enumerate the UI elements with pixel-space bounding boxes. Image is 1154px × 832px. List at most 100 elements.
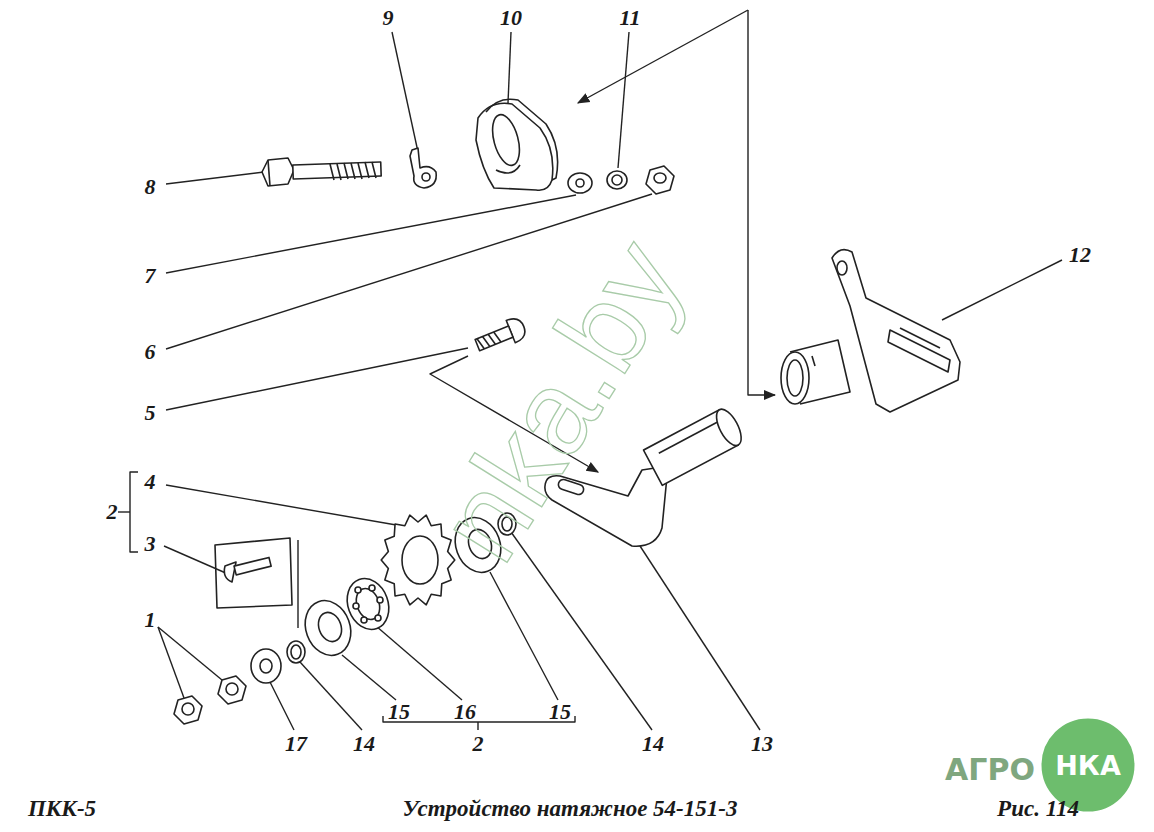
drawing-part <box>352 585 384 623</box>
callout-number: 15 <box>388 701 410 723</box>
drawing-part <box>224 562 236 582</box>
logo-text: НКА <box>1055 752 1121 779</box>
drawing-part <box>422 173 430 181</box>
drawing-part <box>712 405 747 449</box>
sprocket-bore <box>402 536 438 584</box>
spring-washer-11 <box>607 171 627 189</box>
footer-text: ПКК-5 <box>28 797 96 820</box>
drawing-part <box>475 326 513 351</box>
nut-6 <box>646 166 674 194</box>
drawing-part <box>376 626 462 700</box>
drawing-part <box>837 261 847 275</box>
drawing-part <box>654 173 666 183</box>
drawing-part <box>355 587 361 593</box>
drawing-part <box>215 538 292 608</box>
callout-number: 13 <box>751 733 773 755</box>
drawing-part <box>270 682 294 730</box>
callout-number: 3 <box>145 533 156 555</box>
drawing-part <box>234 557 271 574</box>
footer-text: Рис. 114 <box>997 797 1079 820</box>
washer-14-left <box>287 641 305 663</box>
drawing-part <box>287 641 305 663</box>
drawing-part <box>166 348 468 410</box>
drawing-part <box>361 617 367 623</box>
drawing-part <box>477 722 478 730</box>
drawing-part <box>640 546 760 730</box>
callout-number: 14 <box>642 733 664 755</box>
drawing-part <box>298 594 358 662</box>
drawing-part <box>644 405 747 485</box>
drawing-part <box>607 171 627 189</box>
drawing-part <box>166 171 272 184</box>
watermark: nka.by <box>418 221 702 578</box>
bolt-8 <box>262 158 381 186</box>
drawing-part <box>508 32 511 103</box>
drawing-part <box>568 173 592 193</box>
drawing-part <box>659 422 717 453</box>
tab-washer-9 <box>410 148 436 188</box>
drawing-part <box>342 655 396 700</box>
callout-number: 17 <box>285 733 307 755</box>
drawing-part <box>158 627 222 680</box>
callout-number: 7 <box>145 265 156 287</box>
drawing-part <box>226 683 238 695</box>
drawing-part <box>375 615 381 621</box>
drawing-part <box>392 32 418 152</box>
drawing-part <box>410 148 436 188</box>
drawing-part <box>262 158 294 186</box>
seal-15-left <box>298 594 358 662</box>
drawing-part <box>291 645 301 659</box>
drawing-part <box>130 472 138 552</box>
drawing-part <box>369 585 375 591</box>
drawing-part <box>787 360 803 396</box>
callout-number: 2 <box>107 501 118 523</box>
washer-7 <box>568 173 592 193</box>
drawing-part <box>646 166 674 194</box>
drawing-part <box>812 356 815 366</box>
drawing-part <box>832 250 960 412</box>
drawing-part <box>942 260 1062 320</box>
drawing-part <box>496 165 520 173</box>
drawing-part <box>477 331 501 350</box>
callout-number: 10 <box>500 7 522 29</box>
drawing-part <box>300 662 362 730</box>
drawing-part <box>486 99 558 180</box>
callout-number: 12 <box>1069 244 1091 266</box>
callout-number: 11 <box>620 7 641 29</box>
nut-1a <box>218 676 246 704</box>
bracket-12 <box>781 250 960 412</box>
callout-number: 1 <box>145 609 156 631</box>
callout-number: 8 <box>145 176 156 198</box>
drawing-part <box>260 659 272 673</box>
leader-lines <box>118 10 1062 730</box>
drawing-part <box>576 179 584 187</box>
drawing-part <box>330 162 376 180</box>
callout-number: 9 <box>383 7 394 29</box>
drawing-part <box>490 572 558 700</box>
callout-number: 14 <box>353 733 375 755</box>
callout-number: 6 <box>145 341 156 363</box>
drawing-part <box>166 195 576 273</box>
drawing-part <box>118 511 130 512</box>
drawing-part <box>164 546 228 574</box>
drawing-part <box>315 609 346 645</box>
callout-number: 16 <box>454 701 476 723</box>
drawing-part <box>166 485 402 526</box>
drawing-part <box>748 10 775 395</box>
drawing-part <box>268 160 270 186</box>
washer-17 <box>251 649 281 683</box>
drawing-part <box>511 532 652 730</box>
eccentric-10 <box>476 99 558 190</box>
callout-number: 4 <box>145 471 156 493</box>
drawing-part <box>900 328 940 348</box>
drawing-part <box>182 703 194 715</box>
drawing-part <box>612 175 622 185</box>
bolt-3 <box>215 538 292 608</box>
drawing-part <box>251 649 281 683</box>
logo-text: АГРО <box>945 755 1035 785</box>
drawing-part <box>118 10 1136 813</box>
callout-number: 2 <box>473 733 484 755</box>
drawing-part <box>618 32 629 168</box>
